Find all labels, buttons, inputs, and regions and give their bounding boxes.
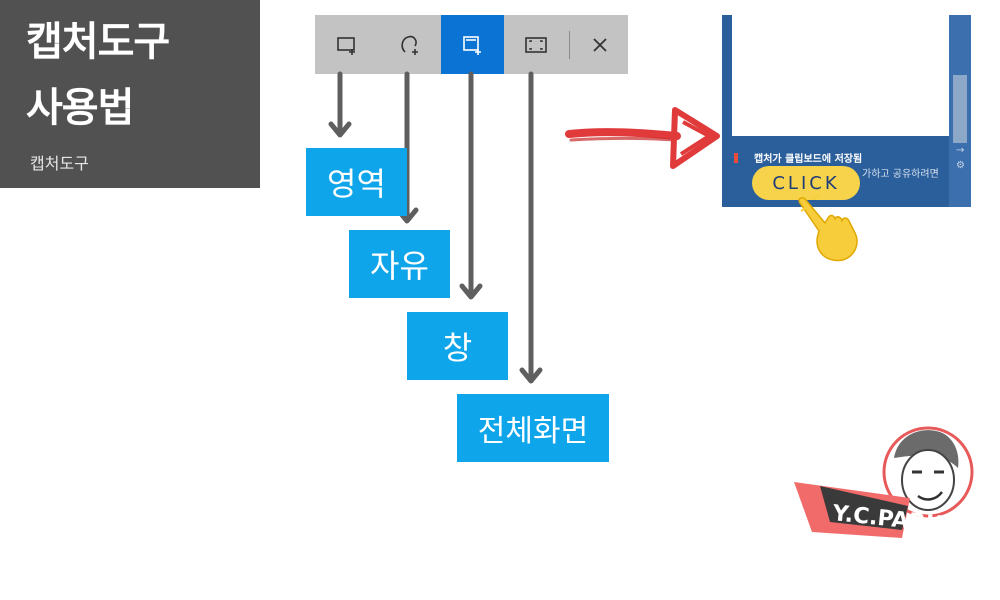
arrow-to-region bbox=[328, 71, 352, 138]
notification-scrollbar: → ⚙ bbox=[949, 15, 971, 207]
notification-title: 캡처가 클립보드에 저장됨 bbox=[754, 154, 863, 165]
fullscreen-snip-icon bbox=[524, 36, 547, 53]
title-subtitle: 캡처도구 bbox=[30, 154, 89, 173]
arrow-right-icon: → bbox=[956, 145, 965, 156]
mode-label-freeform: 자유 bbox=[349, 230, 450, 298]
fullscreen-snip-button[interactable] bbox=[504, 15, 567, 74]
red-arrow-icon bbox=[565, 107, 720, 169]
click-callout: CLICK bbox=[752, 166, 860, 200]
close-button[interactable] bbox=[572, 15, 628, 74]
window-snip-button[interactable] bbox=[441, 15, 504, 74]
toolbar-separator bbox=[569, 30, 570, 59]
close-icon bbox=[593, 37, 607, 52]
window-snip-icon bbox=[462, 35, 481, 55]
pointing-hand-icon bbox=[798, 195, 858, 262]
title-line-2: 사용법 bbox=[26, 85, 134, 131]
notification-subtitle: 가하고 공유하려면 bbox=[862, 169, 939, 180]
rectangular-snip-icon bbox=[336, 36, 355, 55]
arrow-to-fullscreen bbox=[519, 71, 543, 384]
mode-label-region: 영역 bbox=[306, 148, 407, 216]
freeform-snip-icon bbox=[400, 35, 418, 55]
snip-toolbar bbox=[315, 15, 628, 74]
pin-icon bbox=[734, 153, 738, 163]
snip-thumbnail bbox=[732, 15, 950, 136]
title-card: 캡처도구 사용법 캡처도구 bbox=[0, 0, 260, 188]
rectangular-snip-button[interactable] bbox=[315, 15, 378, 74]
ycpark-logo: Y.C.PARK bbox=[794, 426, 974, 538]
settings-icon: ⚙ bbox=[956, 160, 965, 171]
arrow-to-window bbox=[459, 71, 483, 300]
mode-label-window: 창 bbox=[407, 312, 508, 380]
freeform-snip-button[interactable] bbox=[378, 15, 441, 74]
mode-label-fullscreen: 전체화면 bbox=[457, 394, 609, 462]
scroll-thumb bbox=[953, 75, 967, 143]
title-line-1: 캡처도구 bbox=[26, 19, 170, 65]
